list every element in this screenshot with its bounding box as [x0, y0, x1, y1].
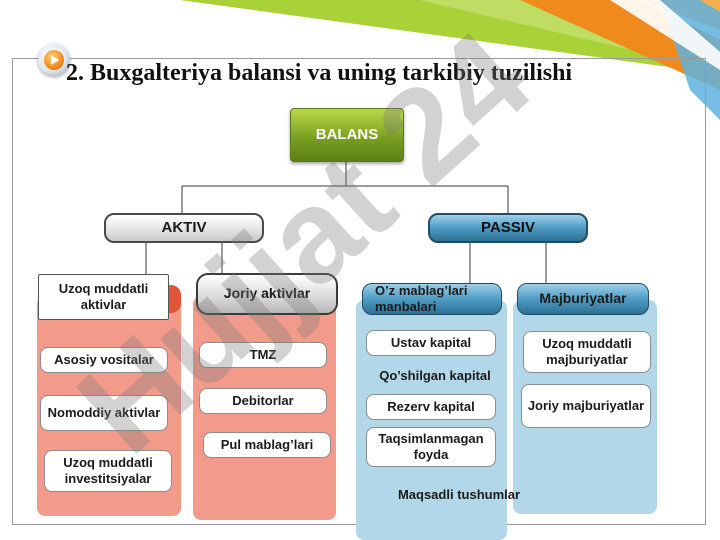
item-tmz: TMZ [199, 342, 327, 368]
item-qoshilgan-kapital: Qo’shilgan kapital [379, 368, 491, 383]
majburiyatlar-header: Majburiyatlar [517, 283, 649, 315]
uzoq-aktivlar-header: Uzoq muddatli aktivlar [38, 274, 169, 320]
item-asosiy-vositalar: Asosiy vositalar [40, 347, 168, 373]
item-debitorlar: Debitorlar [199, 388, 327, 414]
slide-nav-icon[interactable] [38, 44, 70, 76]
balans-box: BALANS [290, 108, 404, 162]
item-rezerv-kapital: Rezerv kapital [366, 394, 496, 420]
oz-mablaglar-header: O’z mablag’lari manbalari [362, 283, 502, 315]
aktiv-box: AKTIV [104, 213, 264, 243]
item-taqsimlanmagan-foyda: Taqsimlanmagan foyda [366, 427, 496, 467]
item-uzoq-majburiyatlar: Uzoq muddatli majburiyatlar [523, 331, 651, 373]
arrow-right-icon [51, 55, 59, 65]
item-nomoddiy-aktivlar: Nomoddiy aktivlar [40, 395, 168, 431]
item-pul-mablaglari: Pul mablag’lari [203, 432, 331, 458]
joriy-aktivlar-header: Joriy aktivlar [196, 273, 338, 315]
header-decoration [180, 0, 720, 120]
item-joriy-majburiyatlar: Joriy majburiyatlar [521, 384, 651, 428]
white-stripe [610, 0, 720, 70]
item-ustav-kapital: Ustav kapital [366, 330, 496, 356]
page-title: 2. Buxgalteriya balansi va uning tarkibi… [66, 60, 573, 86]
passiv-box: PASSIV [428, 213, 588, 243]
item-maqsadli-tushumlar: Maqsadli tushumlar [397, 487, 521, 502]
item-uzoq-investitsiyalar: Uzoq muddatli investitsiyalar [44, 450, 172, 492]
